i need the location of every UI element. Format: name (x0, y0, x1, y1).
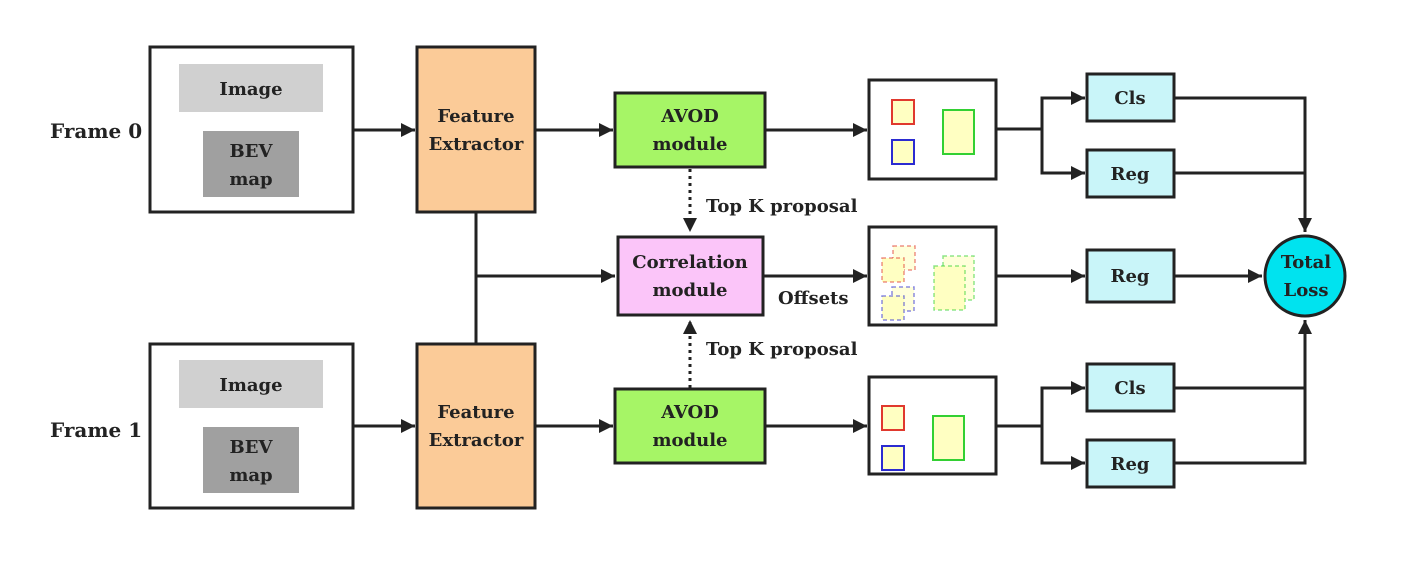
frame-0-detection-blue (891, 139, 915, 165)
offset-detection-red (881, 257, 905, 283)
frame-0-label: Frame 0 (50, 119, 142, 143)
frame-1-cls-arrow (1040, 381, 1085, 426)
offset-detection-blue (881, 295, 905, 321)
frame-1-reg-head (1085, 438, 1176, 489)
frame-1-detection-blue (881, 445, 905, 471)
frame-0-bev-label-line2: map (229, 169, 272, 190)
offsets-label: Offsets (778, 288, 849, 309)
frame-1-feature-extractor (415, 342, 537, 510)
total-loss-node (1263, 234, 1347, 318)
frame-0-detection-red (891, 99, 915, 125)
frame-0-cls-label: Cls (1114, 88, 1145, 109)
frame-0-extractor-label-line1: Feature (437, 106, 514, 127)
frame-0-reg-head (1085, 148, 1176, 199)
frame-0-extractor-label-line2: Extractor (429, 134, 524, 155)
correlation-label-line1: Correlation (632, 252, 748, 273)
frame-1-avod-label-line1: AVOD (660, 402, 719, 423)
offset-reg-label: Reg (1111, 266, 1150, 287)
frame-1-avod-module (613, 387, 767, 465)
frame-0-image-label: Image (219, 79, 282, 100)
frame-1-reg-label: Reg (1111, 454, 1150, 475)
top-proposal-label: Top K proposal (706, 196, 858, 217)
frame-0-avod-label-line2: module (652, 134, 727, 155)
frame-1-cls-head (1085, 362, 1176, 413)
frame-1-reg-arrow (1040, 426, 1085, 470)
frame-0-detections-box (867, 78, 998, 181)
total-loss-label-line1: Total (1281, 252, 1331, 273)
frame-0-avod-label-line1: AVOD (660, 106, 719, 127)
frame-1-bev-label-line1: BEV (230, 437, 274, 458)
correlation-module (616, 235, 765, 317)
frame-1-bev-box (203, 427, 299, 493)
frame-0-cls-head (1085, 72, 1176, 123)
frame-0-image-box (179, 64, 323, 112)
frame-1-avod-label-line2: module (652, 430, 727, 451)
total-loss-label-line2: Loss (1284, 280, 1329, 301)
frame-0-detection-green (942, 109, 975, 155)
frame-1-image-box (179, 360, 323, 408)
frame-0-cls-arrow (1040, 91, 1085, 129)
frame-0-bev-label-line1: BEV (230, 141, 274, 162)
frame-1-reg-to-loss (1174, 320, 1312, 465)
frame-0-reg-label: Reg (1111, 164, 1150, 185)
frame-0-bev-box (203, 131, 299, 197)
frame-1-cls-label: Cls (1114, 378, 1145, 399)
frame-1-bev-label-line2: map (229, 465, 272, 486)
frame-0-reg-arrow (1040, 129, 1085, 180)
frame-1-extractor-label-line1: Feature (437, 402, 514, 423)
frame-1-extractor-label-line2: Extractor (429, 430, 524, 451)
frame-0-feature-extractor (415, 45, 537, 214)
frame-1-detection-red (881, 405, 905, 431)
offset-detection-green (933, 265, 966, 311)
frame-1-image-label: Image (219, 375, 282, 396)
frame-0-cls-to-loss (1174, 96, 1312, 232)
frame-1-detection-green (932, 415, 965, 461)
frame-1-label: Frame 1 (50, 418, 142, 442)
bottom-proposal-label: Top K proposal (706, 339, 858, 360)
frame-0-avod-module (613, 91, 767, 169)
correlation-label-line2: module (652, 280, 727, 301)
